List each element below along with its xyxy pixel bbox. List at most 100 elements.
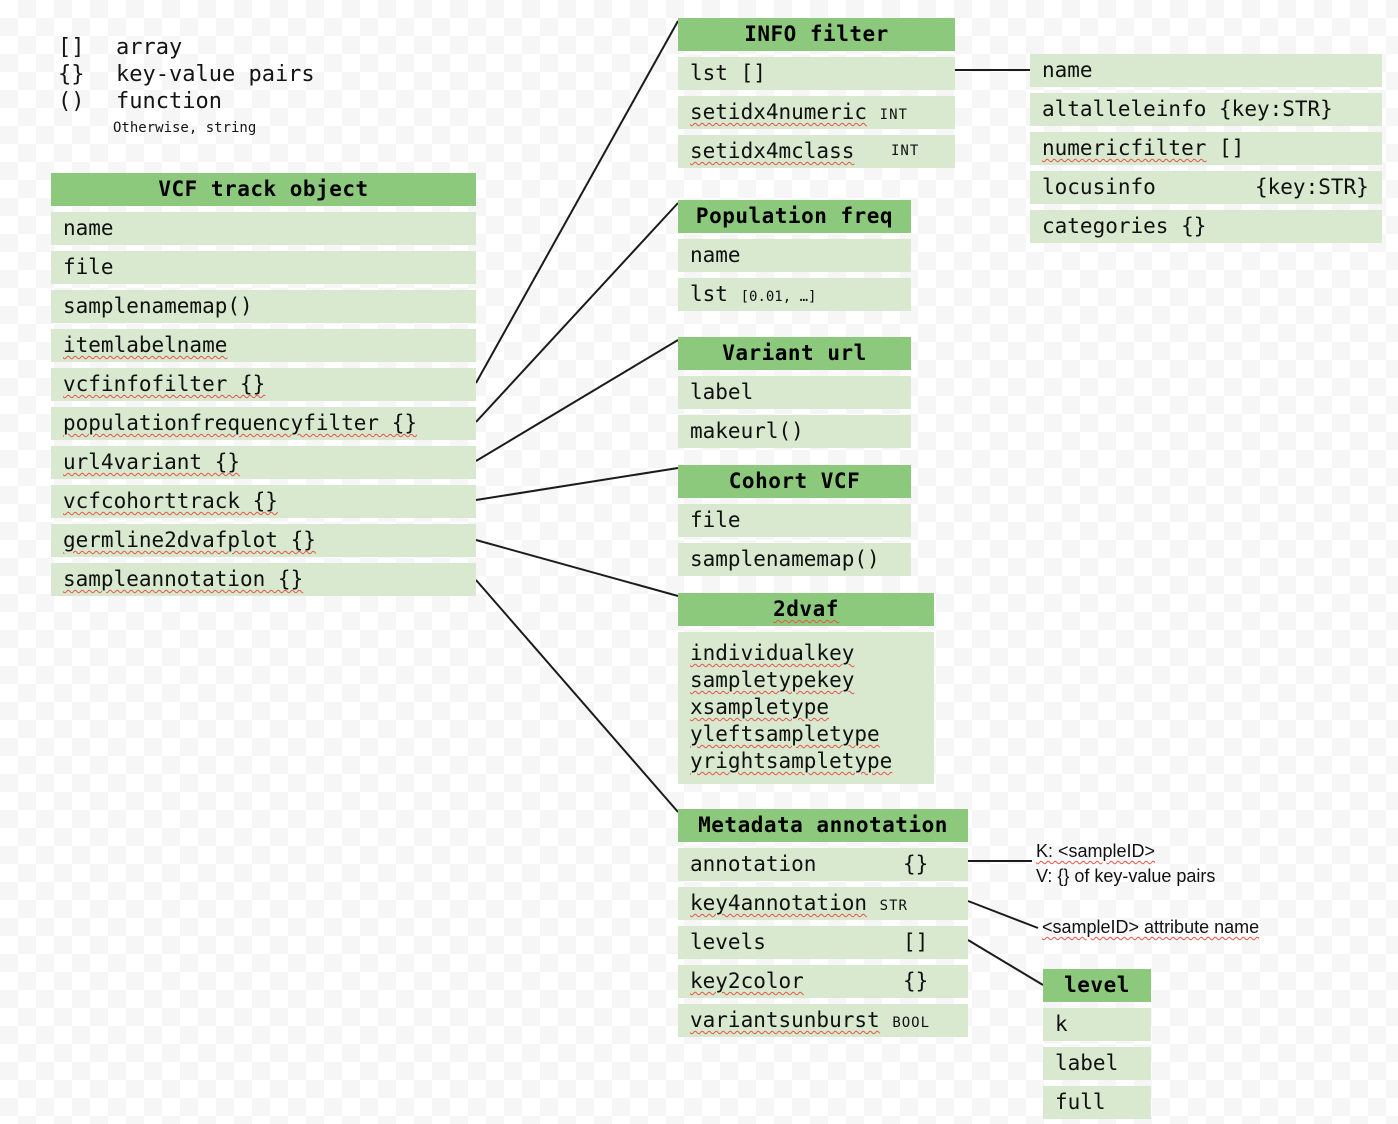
cohort-vcf-title: Cohort VCF xyxy=(678,465,911,498)
row-label: setidx4numeric xyxy=(690,100,868,124)
row-type: {key:STR} xyxy=(1219,97,1333,121)
metadata-annotation-box: Metadata annotation annotation{} key4ann… xyxy=(678,809,968,1037)
annotation-note-line-v: V: {} of key-value pairs xyxy=(1036,866,1216,886)
annotation-note-line-k: K: <sampleID> xyxy=(1036,839,1215,864)
item-label: xsampletype xyxy=(690,695,830,719)
row-type: INT xyxy=(891,143,920,159)
item-label: sampletypekey xyxy=(690,668,855,692)
row-label: numericfilter xyxy=(1042,136,1207,160)
level-row-k: k xyxy=(1043,1008,1151,1041)
row-label: categories xyxy=(1042,214,1169,238)
row-type: BOOL xyxy=(892,1015,931,1031)
vcf-track-row-file: file xyxy=(51,251,476,284)
info-filter-row-setidx4numeric: setidx4numeric INT xyxy=(678,96,955,129)
wire-key4annotation-to-attr-note xyxy=(967,900,1039,929)
info-filter-row-lst: lst [] xyxy=(678,57,955,90)
level-row-label: label xyxy=(1043,1047,1151,1080)
population-freq-title: Population freq xyxy=(678,200,911,233)
row-label: variantsunburst xyxy=(690,1008,880,1032)
vcf-track-row-url4variant: url4variant {} xyxy=(51,446,476,479)
row-label: url4variant {} xyxy=(63,450,241,474)
info-item-row-categories: categories {} xyxy=(1030,210,1382,243)
vcf-track-row-samplenamemap: samplenamemap() xyxy=(51,290,476,323)
variant-url-title: Variant url xyxy=(678,337,911,370)
metadata-row-key2color: key2color {} xyxy=(678,965,968,998)
info-filter-item-box: name altalleleinfo {key:STR} numericfilt… xyxy=(1030,54,1382,243)
row-label: key2color xyxy=(690,969,804,993)
row-label: file xyxy=(63,255,114,279)
wire-germline2dvafplot-to-2dvaf xyxy=(475,539,679,597)
row-label: label xyxy=(1055,1051,1119,1075)
row-type: {} xyxy=(903,969,929,993)
row-label: file xyxy=(690,508,741,532)
wire-sampleannotation-to-metadata-annotation xyxy=(475,579,679,813)
wire-populationfrequencyfilter-to-population-freq xyxy=(475,202,679,423)
metadata-row-levels: levels[] xyxy=(678,926,968,959)
vcf-track-object-box: VCF track object name file samplenamemap… xyxy=(51,173,476,596)
vcf-track-row-name: name xyxy=(51,212,476,245)
twodvaf-title: 2dvaf xyxy=(678,593,934,626)
population-freq-row-lst: lst [0.01, …] xyxy=(678,278,911,311)
vcf-track-row-germline2dvafplot: germline2dvafplot {} xyxy=(51,524,476,557)
attribute-name-note: <sampleID> attribute name xyxy=(1042,917,1260,937)
legend-symbol: () xyxy=(58,89,85,114)
annotation-note-key-value: K: <sampleID> V: {} of key-value pairs xyxy=(1036,839,1215,889)
row-label: lst xyxy=(690,282,728,306)
row-label: itemlabelname xyxy=(63,333,228,357)
row-label: lst [] xyxy=(690,61,766,85)
wire-vcfcohorttrack-to-cohort-vcf xyxy=(475,467,679,501)
row-label: samplenamemap() xyxy=(63,294,253,318)
info-item-row-numericfilter: numericfilter [] xyxy=(1030,132,1382,165)
row-type: {} xyxy=(903,852,929,876)
row-label: name xyxy=(690,243,741,267)
twodvaf-box: 2dvaf individualkey sampletypekey xsampl… xyxy=(678,593,934,784)
info-item-row-locusinfo: locusinfo {key:STR} xyxy=(1030,171,1382,204)
cohort-vcf-row-samplenamemap: samplenamemap() xyxy=(678,543,911,576)
variant-url-row-label: label xyxy=(678,376,911,409)
row-type: {} xyxy=(1181,214,1207,238)
vcf-track-row-vcfinfofilter: vcfinfofilter {} xyxy=(51,368,476,401)
vcf-track-row-vcfcohorttrack: vcfcohorttrack {} xyxy=(51,485,476,518)
twodvaf-item: yrightsampletype xyxy=(690,748,922,775)
metadata-row-annotation: annotation {} xyxy=(678,848,968,881)
row-type: [] xyxy=(1219,136,1245,160)
row-label: label xyxy=(690,380,754,404)
level-row-full: full xyxy=(1043,1086,1151,1119)
row-value: [0.01, …] xyxy=(740,289,817,305)
level-box: level k label full xyxy=(1043,969,1151,1119)
metadata-row-key4annotation: key4annotation STR xyxy=(678,887,968,920)
vcf-track-row-sampleannotation: sampleannotation {} xyxy=(51,563,476,596)
row-type: INT xyxy=(879,107,908,123)
legend: []array {}key-value pairs ()function Oth… xyxy=(58,34,315,138)
info-item-row-altalleleinfo: altalleleinfo {key:STR} xyxy=(1030,93,1382,126)
cohort-vcf-row-file: file xyxy=(678,504,911,537)
annotation-note-k: K: <sampleID> xyxy=(1036,841,1156,861)
info-filter-box: INFO filter lst [] setidx4numeric INT se… xyxy=(678,18,955,168)
info-filter-row-setidx4mclass: setidx4mclass INT xyxy=(678,135,955,168)
row-type: [] xyxy=(903,930,929,954)
row-label: locusinfo xyxy=(1042,175,1156,199)
legend-symbol: {} xyxy=(58,62,85,87)
row-label: annotation xyxy=(690,852,817,876)
info-filter-title: INFO filter xyxy=(678,18,955,51)
row-label: key4annotation xyxy=(690,891,868,915)
twodvaf-items: individualkey sampletypekey xsampletype … xyxy=(678,632,934,784)
wire-url4variant-to-variant-url xyxy=(475,339,679,462)
row-label: full xyxy=(1055,1090,1106,1114)
row-label: vcfinfofilter {} xyxy=(63,372,266,396)
legend-row: {}key-value pairs xyxy=(58,61,315,88)
twodvaf-title-text: 2dvaf xyxy=(773,597,839,621)
item-label: individualkey xyxy=(690,641,855,665)
twodvaf-item: yleftsampletype xyxy=(690,721,922,748)
row-type: {key:STR} xyxy=(1255,175,1369,199)
row-label: setidx4mclass xyxy=(690,139,855,163)
item-label: yrightsampletype xyxy=(690,749,893,773)
wire-levels-to-level-box xyxy=(967,939,1044,986)
row-label: makeurl() xyxy=(690,419,804,443)
legend-symbol: [] xyxy=(58,35,85,60)
row-label: populationfrequencyfilter {} xyxy=(63,411,418,435)
row-label: vcfcohorttrack {} xyxy=(63,489,278,513)
vcf-track-row-populationfrequencyfilter: populationfrequencyfilter {} xyxy=(51,407,476,440)
item-label: yleftsampletype xyxy=(690,722,880,746)
row-label: name xyxy=(1042,58,1093,82)
